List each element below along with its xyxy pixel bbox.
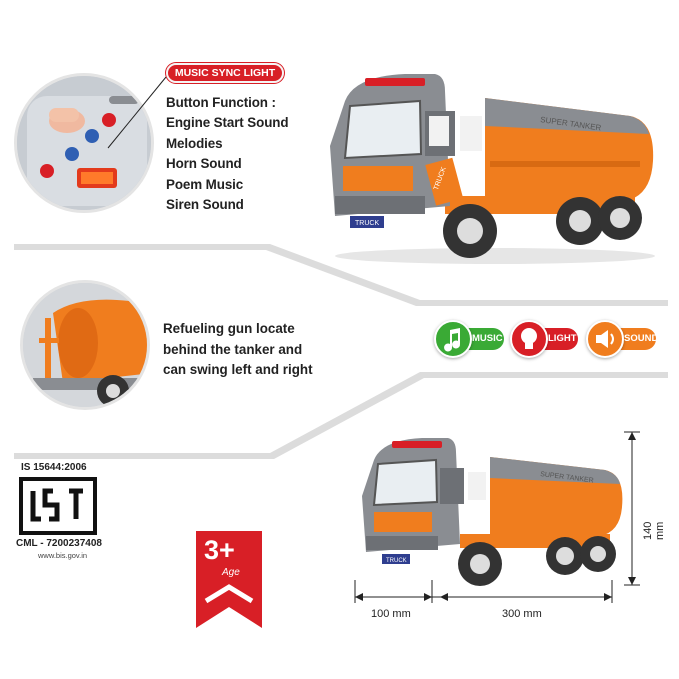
music-feature-badge: MUSIC <box>434 320 504 358</box>
light-label: LIGHT <box>548 333 577 344</box>
speaker-icon <box>586 320 624 358</box>
light-feature-badge: LIGHT <box>510 320 578 358</box>
sound-label: SOUND <box>624 333 659 344</box>
music-note-icon <box>434 320 472 358</box>
length-dimension-label: 300 mm <box>502 608 542 620</box>
badge-pointer-line <box>107 76 167 149</box>
isi-website: www.bis.gov.in <box>38 551 88 560</box>
depth-dimension-label: 100 mm <box>371 608 411 620</box>
age-ribbon <box>196 531 262 628</box>
isi-mark-logo <box>19 477 97 535</box>
function-item: Poem Music <box>166 176 244 192</box>
tanker-truck-small: SUPER TANKER TRUCK <box>362 438 623 586</box>
function-item: Siren Sound <box>166 197 244 213</box>
function-item: Melodies <box>166 135 223 151</box>
button-panel-illustration <box>17 76 151 210</box>
small-truck-plate: TRUCK <box>386 558 407 564</box>
refueling-gun-description: Refueling gun locate behind the tanker a… <box>163 319 323 381</box>
refuel-gun-illustration <box>23 283 147 407</box>
sound-feature-badge: SOUND <box>586 320 659 358</box>
function-item: Engine Start Sound <box>166 115 289 131</box>
button-function-title: Button Function : <box>166 95 276 110</box>
isi-standard: IS 15644:2006 <box>21 462 87 473</box>
refuel-line: Refueling gun locate <box>163 321 295 336</box>
isi-cml-number: CML - 7200237408 <box>16 538 102 549</box>
music-label: MUSIC <box>472 333 503 344</box>
height-dimension-label: 140 mm <box>642 521 666 540</box>
refuel-line: behind the tanker and <box>163 341 303 357</box>
function-item: Horn Sound <box>166 156 242 172</box>
age-label: Age <box>222 567 240 578</box>
refuel-gun-photo <box>20 280 150 410</box>
divider-top <box>14 244 668 306</box>
divider-bottom <box>14 372 668 459</box>
button-function-list: Button Function : Engine Start Sound Mel… <box>166 93 289 215</box>
refuel-line: can swing left and right <box>163 362 313 377</box>
truck-plate: TRUCK <box>355 220 379 227</box>
age-number: 3+ <box>204 535 235 565</box>
light-bulb-icon <box>510 320 548 358</box>
age-badge: 3+ Age <box>196 531 262 628</box>
tanker-truck-large: SUPER TANKER TRUCK TRUCK <box>330 74 655 264</box>
music-sync-light-badge: MUSIC SYNC LIGHT <box>166 63 284 83</box>
button-panel-photo <box>14 73 154 213</box>
